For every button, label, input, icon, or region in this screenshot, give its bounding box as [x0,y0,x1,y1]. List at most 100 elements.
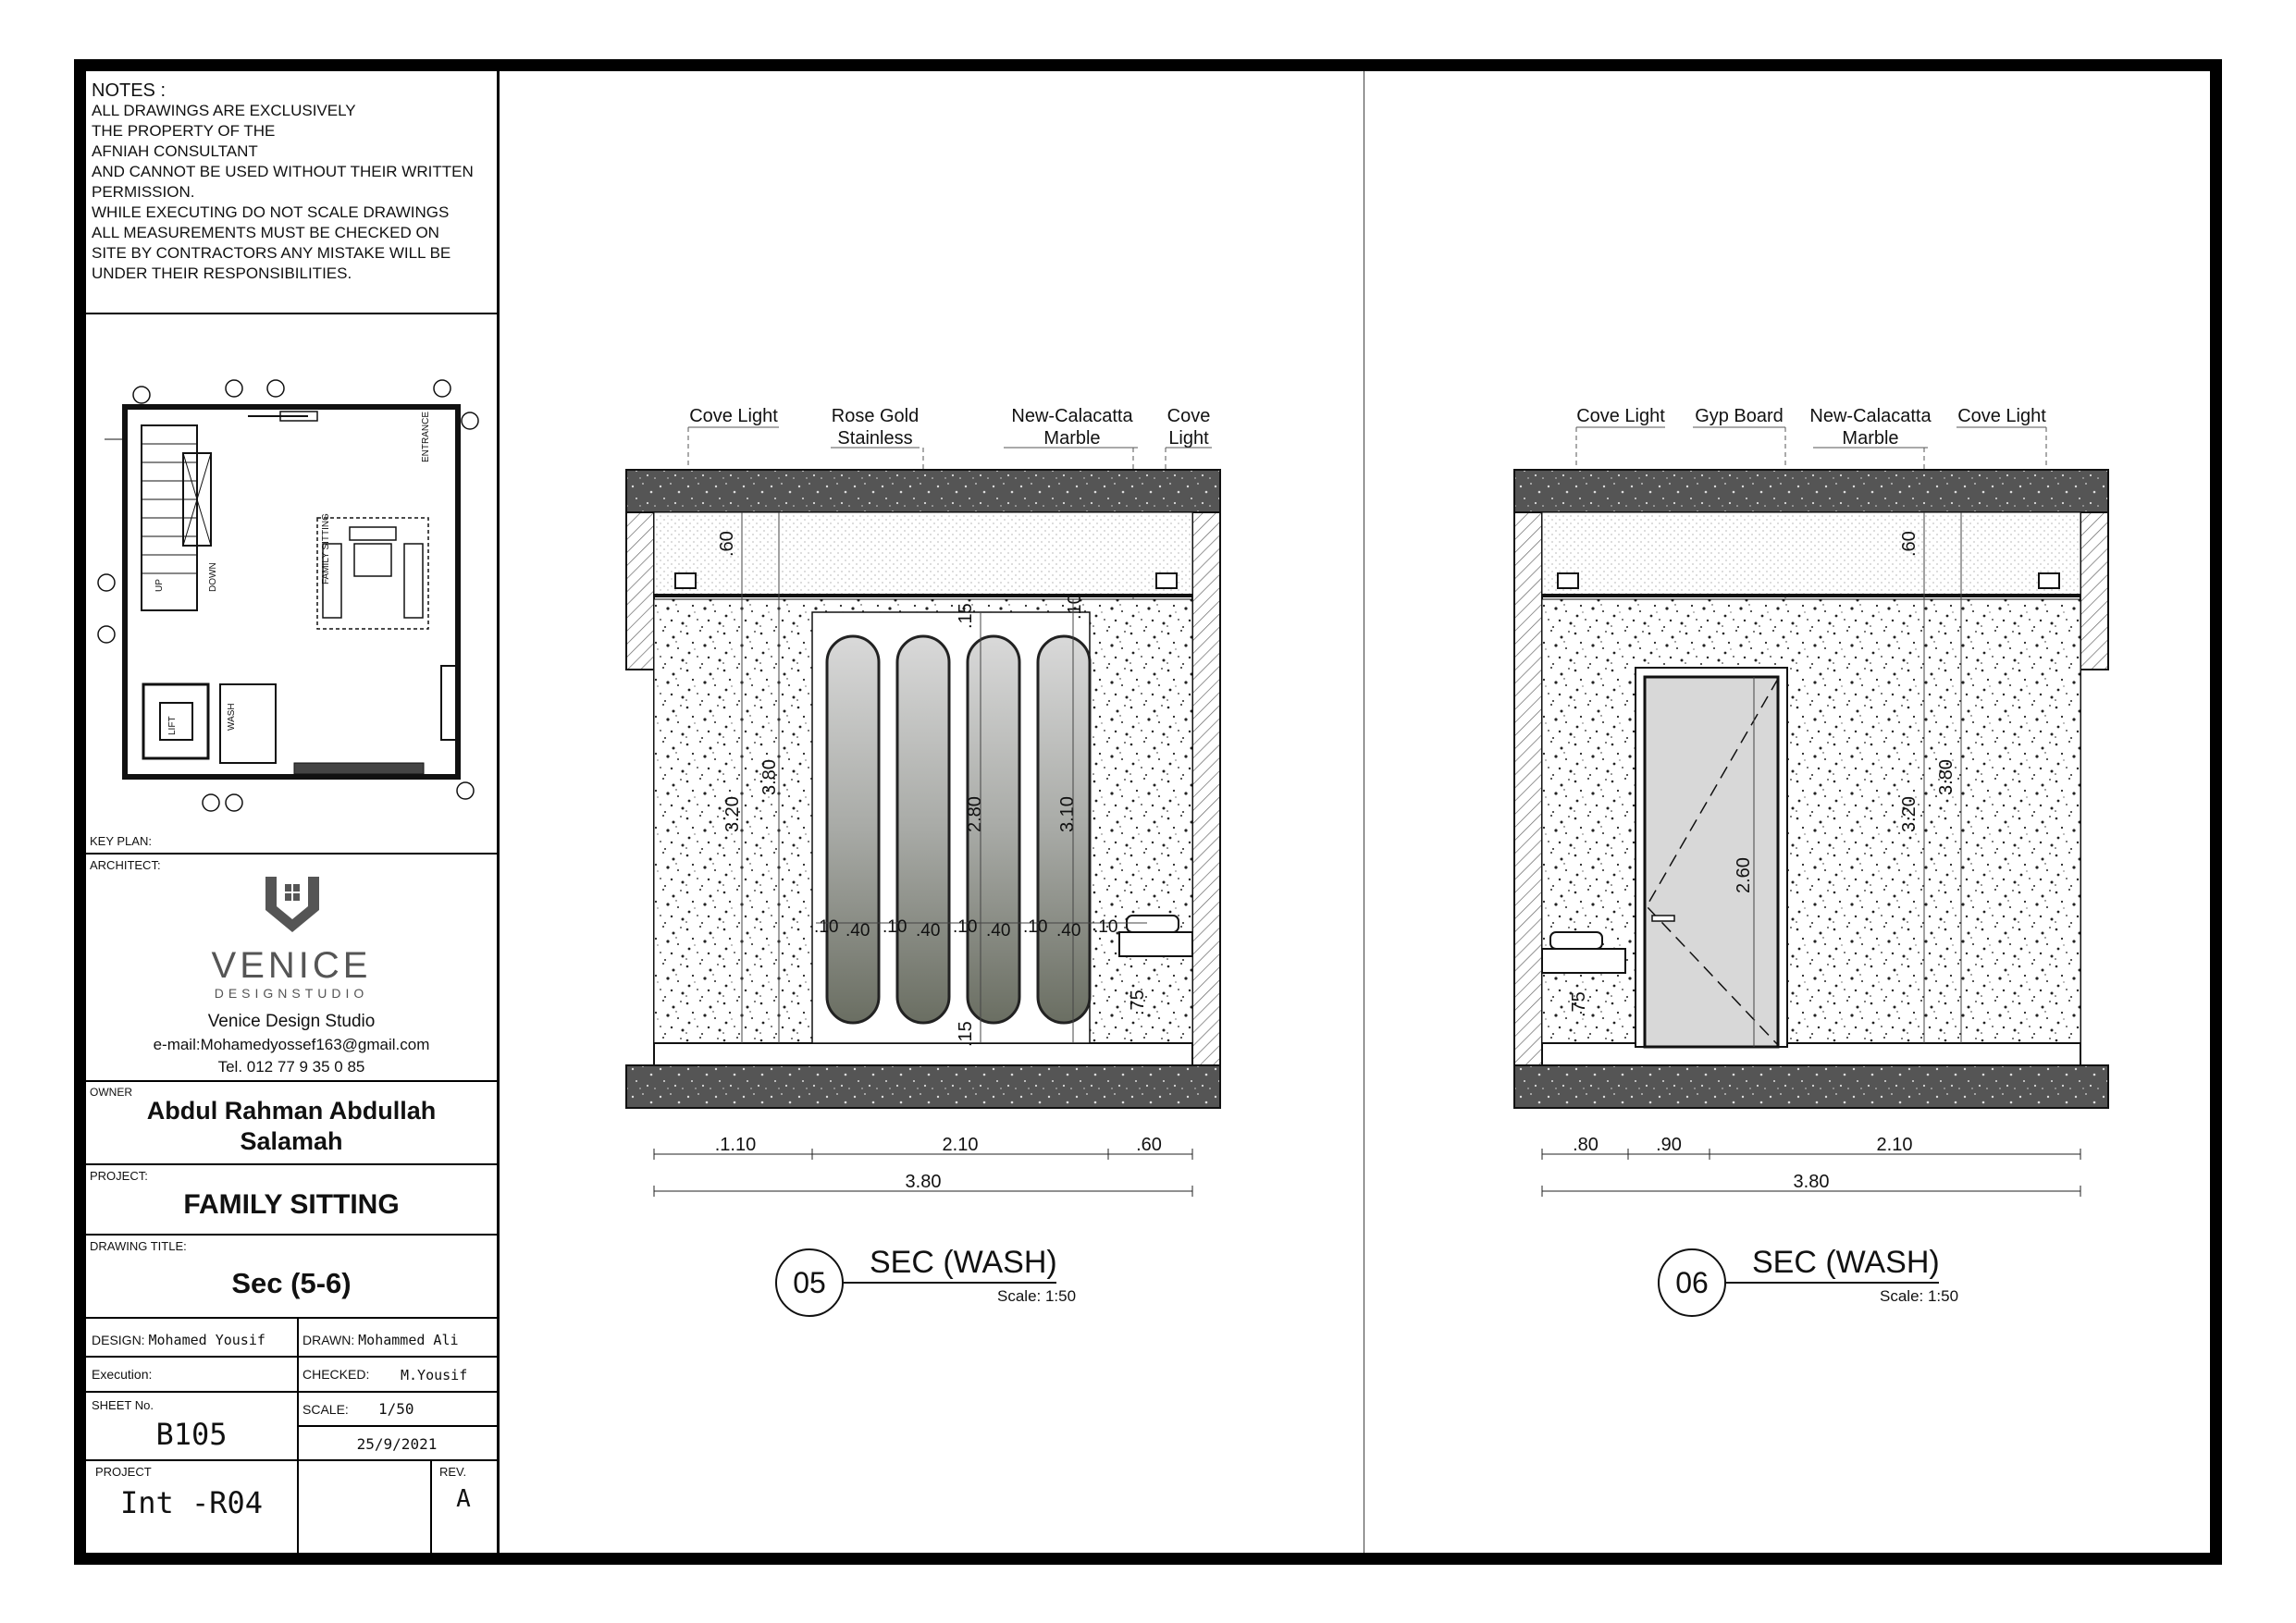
notes-line: THE PROPERTY OF THE [92,122,276,140]
project-label: PROJECT: [90,1169,148,1183]
section-marker-icon [132,386,151,404]
total-dim: 3.80 [1794,1172,1830,1192]
key-plan-outer-wall [122,404,461,780]
callout-stainless: Stainless [837,428,912,449]
checked-label: CHECKED: [302,1367,370,1382]
dim-label: .75 [1128,990,1148,1015]
floor-slab [1513,1064,2109,1109]
section-marker-icon [225,379,243,398]
key-plan-room-label: DOWN [208,562,218,592]
project-code-value: Int -R04 [119,1485,264,1520]
lift-box [142,682,210,760]
sheet-value: B105 [155,1417,228,1452]
architect-label: ARCHITECT: [90,858,161,872]
mirror-dim: .10 [1023,917,1047,937]
section-06-drawing: Cove Light Gyp Board New-Calacatta Marbl… [1513,406,2109,1197]
bottom-dim: .80 [1573,1135,1599,1155]
dim-label: 2.60 [1734,857,1754,893]
section-05-title: SEC (WASH) [870,1245,1057,1280]
drawn-value: Mohammed Ali [358,1332,459,1348]
info-divider [430,1459,432,1553]
notes-line: AND CANNOT BE USED WITHOUT THEIR WRITTEN [92,163,474,180]
owner-label: OWNER [90,1086,132,1099]
section-06-title: SEC (WASH) [1752,1245,1940,1280]
section-05-title-underline [842,1282,1056,1284]
notes-line: PERMISSION. [92,183,195,201]
dim-label: 3.80 [1936,759,1957,795]
mirror-arch [1036,634,1092,1025]
total-dim: 3.80 [906,1172,942,1192]
owner-name-line1: Abdul Rahman Abdullah [146,1097,437,1125]
section-marker-icon [266,379,285,398]
info-row-line [86,1356,497,1358]
mirror-arch [895,634,951,1025]
section-06-scale: Scale: 1:50 [1880,1287,1959,1305]
callout-cove: Cove [1167,406,1211,426]
right-wall [2080,511,2109,670]
section-marker-icon [461,412,479,430]
project-section: PROJECT: FAMILY SITTING [86,1165,497,1236]
rev-label: REV. [439,1465,467,1479]
checked-value: M.Yousif [401,1367,468,1383]
false-ceiling [653,511,1193,596]
scale-label: SCALE: [302,1402,349,1417]
design-value: Mohamed Yousif [148,1332,265,1348]
sheet-label: SHEET No. [92,1398,154,1412]
section-marker-icon [97,573,116,592]
info-divider [297,1319,299,1553]
info-row-line [297,1425,497,1427]
notes-line: AFNIAH CONSULTANT [92,142,258,160]
drawn-field: DRAWN: Mohammed Ali [302,1332,459,1348]
mirror-dim: .10 [814,917,838,937]
dim-label: .15 [956,1021,976,1047]
venice-logo-icon [265,877,319,932]
callout-cove-light: Cove Light [1957,406,2046,426]
bottom-dim: .60 [1136,1135,1162,1155]
callout-light: Light [1168,428,1209,449]
mirror-dim: .40 [846,921,870,941]
project-name: FAMILY SITTING [183,1189,400,1220]
cove-light-right-icon [2038,572,2060,589]
basin-icon [1549,931,1603,950]
drawing-title-section: DRAWING TITLE: Sec (5-6) [86,1236,497,1319]
design-field: DESIGN: Mohamed Yousif [92,1332,265,1348]
mirror-dim: .10 [1093,917,1117,937]
door-handle-icon [1651,915,1675,922]
section-05-drawing: Cove Light Rose Gold Stainless New-Calac… [625,406,1221,1197]
section-05-scale: Scale: 1:50 [997,1287,1077,1305]
notes-line: ALL MEASUREMENTS MUST BE CHECKED ON [92,224,439,241]
studio-email: e-mail:Mohamedyossef163@gmail.com [153,1036,430,1053]
bottom-dim: 2.10 [943,1135,979,1155]
dim-label: 3.80 [759,759,780,795]
mirror-dim: .40 [986,921,1010,941]
key-plan-room-label: FAMILY SITTING [321,513,331,584]
mirror-dim: .10 [883,917,907,937]
notes-section: NOTES : ALL DRAWINGS ARE EXCLUSIVELY THE… [86,71,497,314]
drawing-title-label: DRAWING TITLE: [90,1239,187,1253]
info-section: DESIGN: Mohamed Yousif DRAWN: Mohammed A… [86,1319,497,1553]
section-marker-icon [433,379,451,398]
false-ceiling [1541,511,2081,596]
marble-wall [1541,598,2081,1044]
notes-line: WHILE EXECUTING DO NOT SCALE DRAWINGS [92,203,450,221]
rev-value: A [456,1485,471,1513]
dim-label: 2.80 [965,796,985,832]
owner-section: OWNER Abdul Rahman Abdullah Salamah [86,1082,497,1165]
cove-light-left-icon [1557,572,1579,589]
mirror-dim: .40 [1056,921,1080,941]
cove-light-right-icon [1155,572,1178,589]
callout-new-calacatta: New-Calacatta [1809,406,1932,426]
section-06-title-underline [1724,1282,1939,1284]
section-marker-icon [202,793,220,812]
bottom-dim: 2.10 [1877,1135,1913,1155]
callout-marble: Marble [1043,428,1100,449]
section-marker-icon [456,781,475,800]
dim-label: .60 [717,531,737,557]
notes-line: ALL DRAWINGS ARE EXCLUSIVELY [92,102,356,119]
execution-label: Execution: [92,1367,153,1382]
key-plan-room-label: ENTRANCE [421,412,431,462]
notes-heading: NOTES : [92,80,167,101]
door-leaf [1643,675,1780,1049]
callout-cove-light: Cove Light [689,406,778,426]
dim-label: .10 [1065,594,1085,620]
